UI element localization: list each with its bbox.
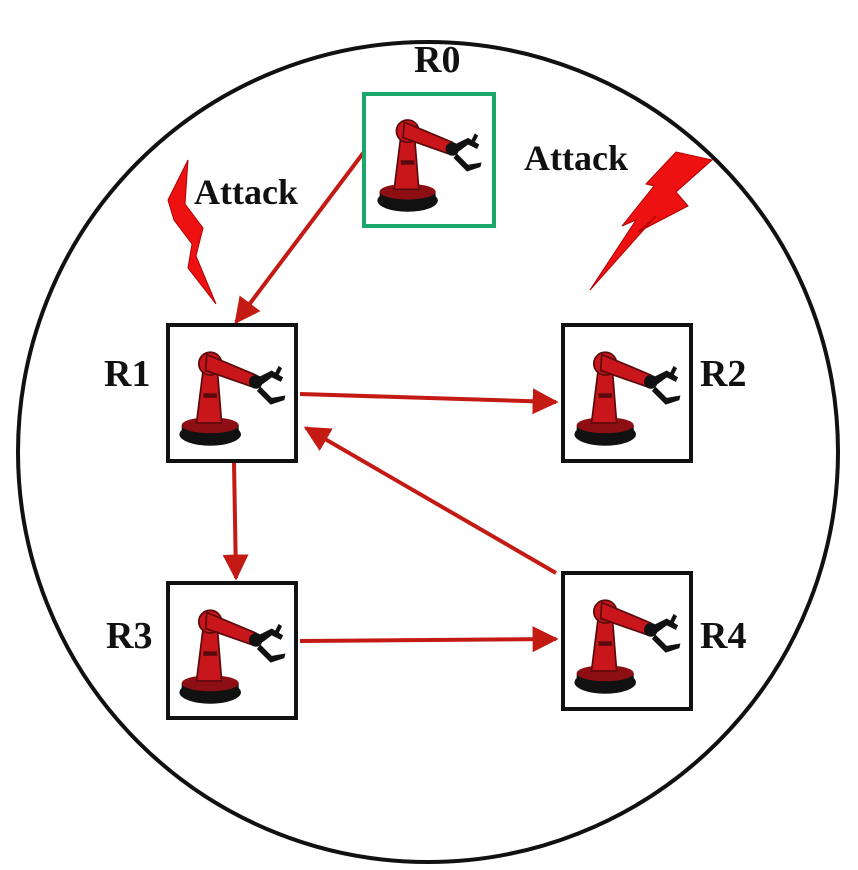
robot-label-r3: R3 [106, 615, 152, 657]
robot-node-r3 [166, 581, 298, 720]
edge-arrow-r1-r2 [299, 388, 559, 415]
robot-node-r4 [561, 571, 693, 711]
attack-label-r1: Attack [194, 172, 298, 212]
attack-lightning-icon-r1 [167, 159, 217, 305]
robot-label-r4: R4 [700, 615, 746, 657]
robot-node-r0 [362, 92, 496, 228]
attack-lightning-icon-r2 [589, 151, 714, 291]
network-boundary-circle [16, 40, 840, 864]
robot-label-r1: R1 [104, 353, 150, 395]
edge-arrow-r1-r3 [222, 461, 249, 581]
edge-arrow-r0-r1 [234, 142, 372, 325]
robot-label-r0: R0 [414, 39, 460, 81]
edge-arrow-r4-r1 [303, 426, 558, 575]
robot-label-r2: R2 [700, 353, 746, 395]
robot-node-r1 [166, 323, 298, 463]
edges-group [222, 142, 559, 653]
edge-arrow-r3-r4 [299, 626, 559, 653]
robot-node-r2 [561, 323, 693, 463]
attack-label-r2: Attack [524, 138, 628, 178]
